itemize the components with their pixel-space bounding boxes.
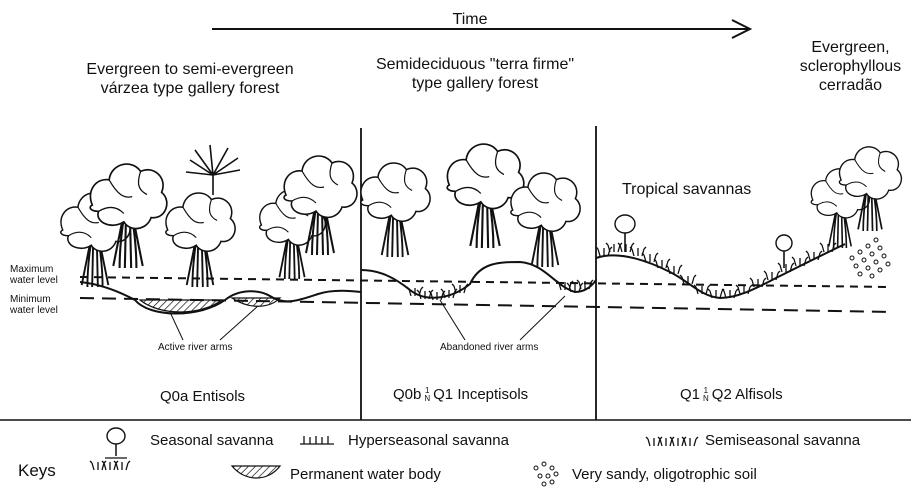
terra-firme-header: Semideciduous "terra firme" type gallery… [355,55,595,93]
permanent-water-icon [232,466,280,478]
hyperseasonal-savanna-icon [300,436,334,444]
varzea-header-line2: várzea type gallery forest [60,79,320,98]
maximum-water-level-label: Maximum water level [10,264,58,286]
time-label: Time [440,10,500,29]
ground-profile-left [80,282,361,314]
alfisols-right: Q2 Alfisols [712,386,783,403]
minimum-line1: Minimum [10,294,58,305]
active-river-arms-label: Active river arms [158,342,232,353]
varzea-header: Evergreen to semi-evergreen várzea type … [60,60,320,98]
inceptisols-right: Q1 Inceptisols [433,386,528,403]
tropical-savannas-label: Tropical savannas [622,180,751,199]
alfisols-left: Q1 [680,386,700,403]
entisols-label: Q0a Entisols [160,388,245,406]
cerradao-header: Evergreen, sclerophyllous cerradão [790,38,911,95]
inceptisols-left: Q0b [393,386,421,403]
seasonal-savanna-icon [105,428,127,458]
key-semiseasonal-savanna: Semiseasonal savanna [705,432,860,450]
cerradao-trees [811,147,901,248]
ground-profile-middle [361,262,596,298]
terra-firme-trees [361,144,580,267]
savanna-tufts [596,243,836,298]
minimum-water-level-label: Minimum water level [10,294,58,316]
cerradao-header-line3: cerradão [790,76,911,95]
varzea-header-line1: Evergreen to semi-evergreen [60,60,320,79]
key-permanent-water-body: Permanent water body [290,466,441,484]
minimum-line2: water level [10,305,58,316]
permanent-water-body-2 [232,298,280,306]
semiseasonal-savanna-icon [646,437,698,446]
varzea-trees [61,156,357,287]
inceptisols-den: N [424,395,430,403]
abandoned-river-arms-label: Abandoned river arms [440,342,538,353]
alfisols-den: N [703,395,709,403]
keys-title: Keys [18,462,56,480]
maximum-line1: Maximum [10,264,58,275]
semiseasonal-savanna-icon-2 [90,461,130,470]
key-sandy-soil: Very sandy, oligotrophic soil [572,466,757,484]
terra-firme-header-line2: type gallery forest [355,74,595,93]
cerradao-header-line2: sclerophyllous [790,57,911,76]
maximum-line2: water level [10,275,58,286]
terra-firme-header-line1: Semideciduous "terra firme" [355,55,595,74]
cerradao-header-line1: Evergreen, [790,38,911,57]
key-seasonal-savanna: Seasonal savanna [150,432,273,450]
key-hyperseasonal-savanna: Hyperseasonal savanna [348,432,509,450]
palm-tree-icon [186,145,240,195]
sandy-soil-key-icon [534,462,558,486]
sandy-soil-icon [850,238,890,278]
